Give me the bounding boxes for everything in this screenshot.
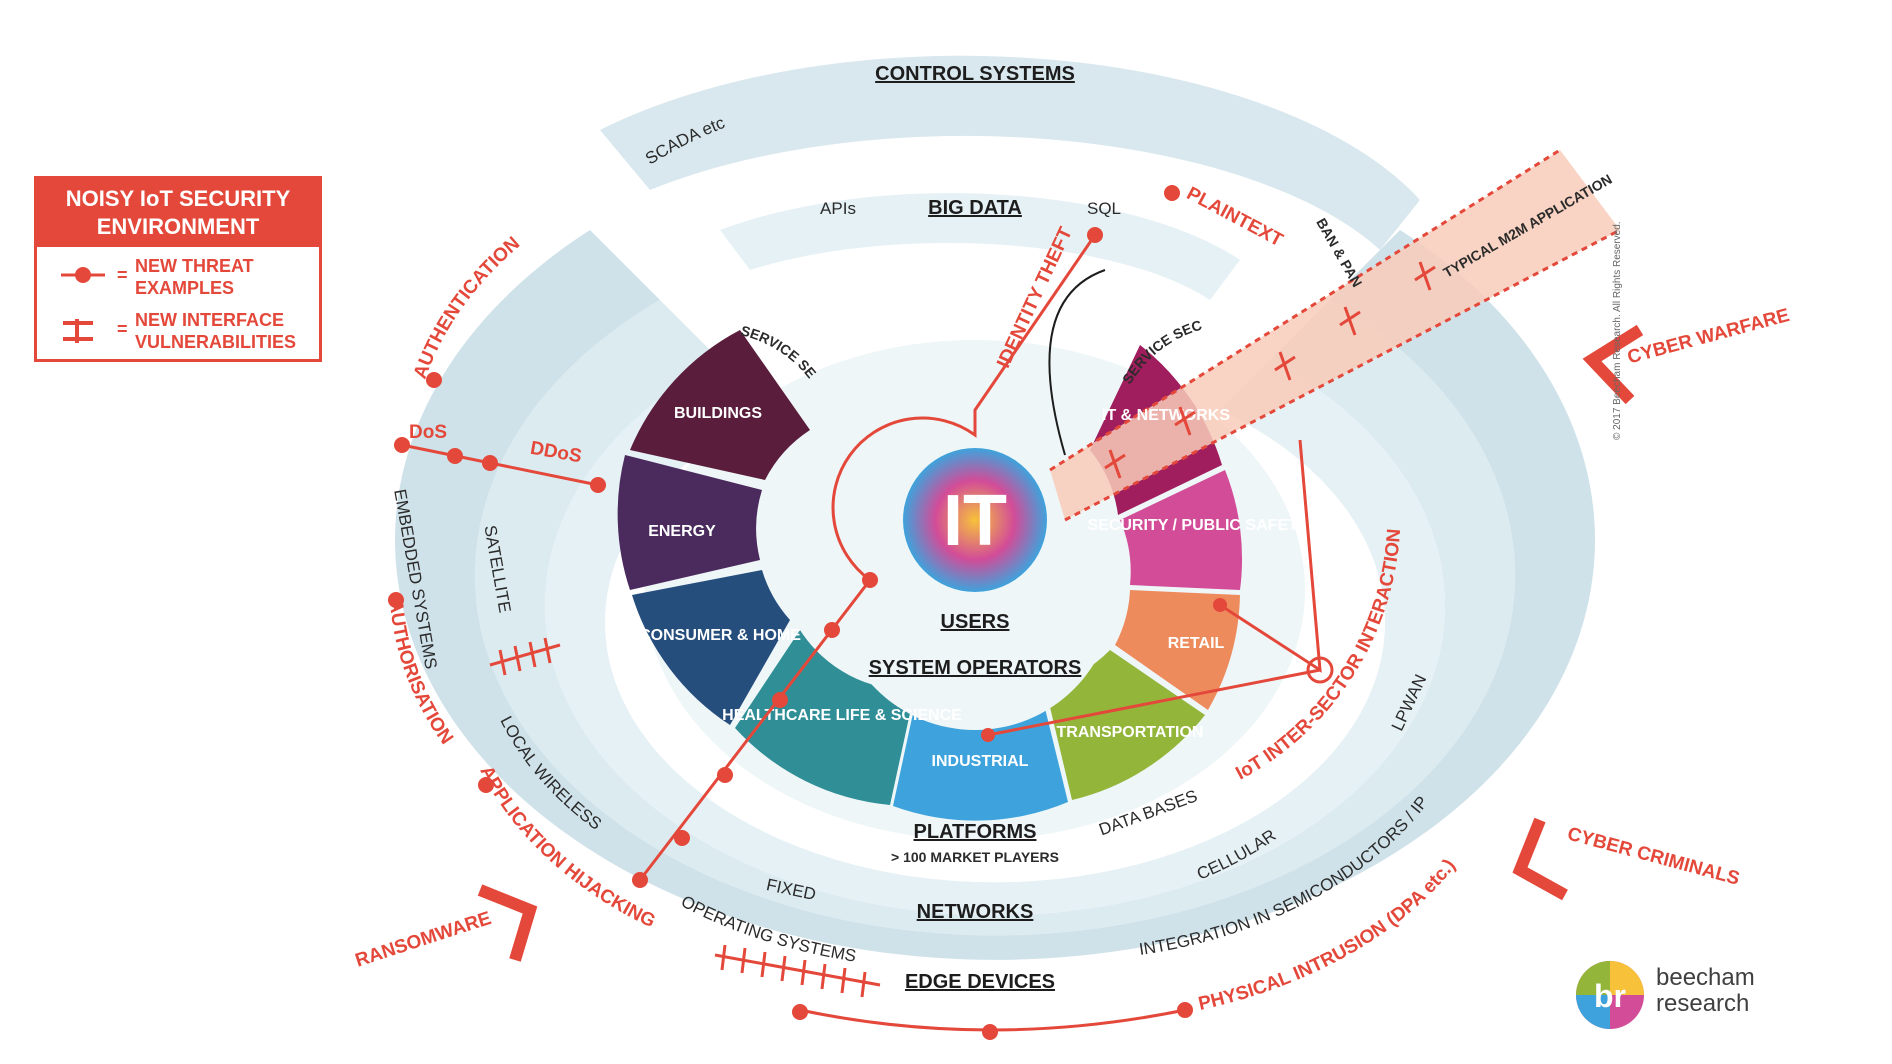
legend-title: NOISY IoT SECURITY ENVIRONMENT bbox=[37, 179, 319, 247]
svg-text:=: = bbox=[117, 265, 128, 285]
industrial-label: INDUSTRIAL bbox=[932, 753, 1029, 770]
consumer-home-label: CONSUMER & HOME bbox=[639, 627, 801, 644]
threat-dot bbox=[824, 622, 840, 638]
sector-energy[interactable] bbox=[617, 455, 762, 590]
threat-dot bbox=[981, 728, 995, 742]
threat-dot bbox=[717, 767, 733, 783]
chevron-cyber-warfare bbox=[1582, 324, 1644, 405]
threat-dot bbox=[1177, 1002, 1193, 1018]
threat-dot bbox=[590, 477, 606, 493]
threat-dot bbox=[792, 1004, 808, 1020]
healthcare-label: HEALTHCARE LIFE & SCIENCE bbox=[722, 707, 962, 724]
chevron-cyber-criminals bbox=[1512, 817, 1568, 901]
threat-dot bbox=[1213, 598, 1227, 612]
threat-dot bbox=[426, 372, 442, 388]
it-networks-label: IT & NETWORKS bbox=[1102, 407, 1230, 424]
users-label: USERS bbox=[941, 611, 1010, 633]
chevrons bbox=[477, 324, 1644, 962]
sql-label: SQL bbox=[1087, 199, 1121, 218]
threat-dot bbox=[862, 572, 878, 588]
security-label: SECURITY / PUBLIC SAFETY bbox=[1087, 517, 1308, 534]
copyright-notice: © 2017 Beecham Research. All Rights Rese… bbox=[1612, 221, 1623, 440]
threat-dot bbox=[388, 592, 404, 608]
center-it: IT bbox=[903, 448, 1047, 592]
threat-dot-icon: = bbox=[61, 265, 128, 285]
legend-threat-label: NEW THREAT EXAMPLES bbox=[135, 256, 254, 298]
retail-label: RETAIL bbox=[1168, 635, 1225, 652]
svg-text:br: br bbox=[1594, 978, 1626, 1014]
threat-dot bbox=[674, 830, 690, 846]
threat-dot bbox=[1164, 185, 1180, 201]
interface-ticks bbox=[489, 261, 1436, 998]
svg-text:=: = bbox=[117, 319, 128, 339]
threat-dots bbox=[388, 185, 1334, 1040]
threat-dot bbox=[982, 1024, 998, 1040]
beecham-logo[interactable]: br beecham research bbox=[1570, 955, 1800, 1035]
edge-devices-label: EDGE DEVICES bbox=[905, 971, 1055, 993]
legend-interface-label: NEW INTERFACE VULNERABILITIES bbox=[135, 310, 297, 352]
networks-label: NETWORKS bbox=[917, 901, 1034, 923]
ransomware-label: RANSOMWARE bbox=[353, 908, 494, 972]
legend-threat-row: = NEW THREAT EXAMPLES bbox=[57, 255, 307, 305]
market-players-label: > 100 MARKET PLAYERS bbox=[891, 849, 1059, 865]
legend-interface-row: = NEW INTERFACE VULNERABILITIES bbox=[57, 309, 307, 359]
threat-dot bbox=[1087, 227, 1103, 243]
m2m-band bbox=[1049, 148, 1621, 522]
threat-dot bbox=[447, 448, 463, 464]
br-logo-icon: br bbox=[1576, 961, 1644, 1029]
big-data-label: BIG DATA bbox=[928, 197, 1022, 219]
threat-dot bbox=[632, 872, 648, 888]
sector-security[interactable] bbox=[1120, 470, 1243, 590]
threat-dot bbox=[394, 437, 410, 453]
threat-overlay bbox=[401, 234, 1322, 1032]
interface-tick-icon: = bbox=[63, 319, 128, 343]
threat-dot bbox=[478, 777, 494, 793]
buildings-label: BUILDINGS bbox=[674, 405, 762, 422]
cyber-criminals-label: CYBER CRIMINALS bbox=[1565, 824, 1742, 890]
chevron-ransomware bbox=[477, 884, 538, 962]
dos-label: DoS bbox=[409, 422, 447, 443]
threat-dot bbox=[772, 692, 788, 708]
platforms-label: PLATFORMS bbox=[914, 821, 1037, 843]
cyber-warfare-label: CYBER WARFARE bbox=[1625, 305, 1792, 368]
center-label: IT bbox=[943, 481, 1007, 561]
logo-text: beecham research bbox=[1656, 965, 1755, 1017]
control-systems-label: CONTROL SYSTEMS bbox=[875, 63, 1075, 85]
sector-consumer[interactable] bbox=[632, 570, 790, 725]
sector-retail[interactable] bbox=[1115, 590, 1240, 710]
logo-line-1: beecham bbox=[1656, 964, 1755, 991]
logo-line-2: research bbox=[1656, 990, 1750, 1017]
threat-dot bbox=[482, 455, 498, 471]
sector-buildings[interactable] bbox=[630, 330, 810, 480]
apis-label: APIs bbox=[820, 199, 856, 218]
sector-transportation[interactable] bbox=[1045, 650, 1205, 800]
threat-dot bbox=[1306, 656, 1334, 684]
sector-healthcare[interactable] bbox=[735, 630, 915, 805]
legend: NOISY IoT SECURITY ENVIRONMENT = NEW THR… bbox=[34, 176, 322, 362]
transportation-label: TRANSPORTATION bbox=[1057, 724, 1204, 741]
system-operators-label: SYSTEM OPERATORS bbox=[869, 657, 1082, 679]
energy-label: ENERGY bbox=[648, 523, 716, 540]
